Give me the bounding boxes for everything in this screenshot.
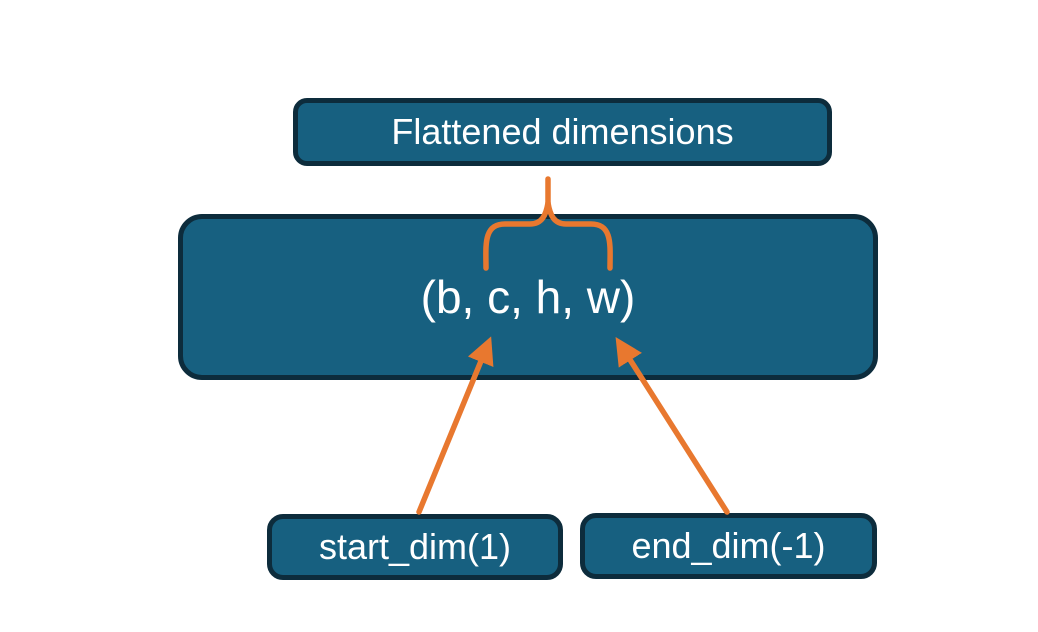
end-dim-box: end_dim(-1) <box>580 513 877 579</box>
tensor-shape-box: (b, c, h, w) <box>178 214 878 380</box>
tensor-shape-label: (b, c, h, w) <box>420 271 636 323</box>
start-dim-box: start_dim(1) <box>267 514 563 580</box>
flattened-dimensions-box: Flattened dimensions <box>293 98 832 166</box>
flattened-dimensions-label: Flattened dimensions <box>391 111 734 152</box>
start-dim-label: start_dim(1) <box>318 526 512 567</box>
end-dim-label: end_dim(-1) <box>631 525 826 566</box>
